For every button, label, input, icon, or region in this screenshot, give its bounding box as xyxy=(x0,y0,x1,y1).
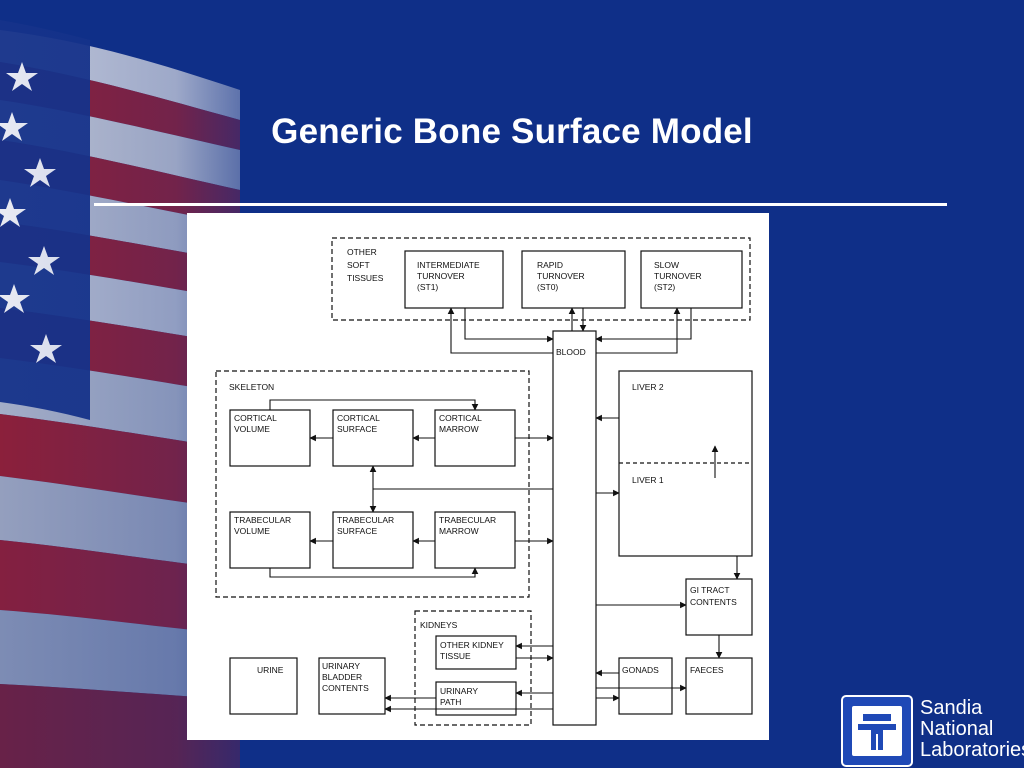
gi-tract-label-2: CONTENTS xyxy=(690,597,737,607)
liver1-label: LIVER 1 xyxy=(632,475,664,485)
urine-label: URINE xyxy=(257,665,284,675)
group-label-kidneys: KIDNEYS xyxy=(420,620,458,630)
cortical-marrow-label-2: MARROW xyxy=(439,424,479,434)
trabecular-surface-label-1: TRABECULAR xyxy=(337,515,394,525)
st1-label-2: TURNOVER xyxy=(417,271,465,281)
group-label-skeleton: SKELETON xyxy=(229,382,274,392)
gi-tract-label-1: GI TRACT xyxy=(690,585,730,595)
sandia-logo xyxy=(841,695,913,767)
liver2-label: LIVER 2 xyxy=(632,382,664,392)
group-label-tissues: TISSUES xyxy=(347,273,384,283)
cortical-surface-label-2: SURFACE xyxy=(337,424,377,434)
other-kidney-box xyxy=(435,635,517,670)
other-kidney-label-2: TISSUE xyxy=(440,651,471,661)
skeleton-group xyxy=(215,370,530,598)
st0-label-3: (ST0) xyxy=(537,282,558,292)
group-label-soft: SOFT xyxy=(347,260,370,270)
logo-line-laboratories: Laboratories xyxy=(920,739,1024,761)
bladder-label-2: BLADDER xyxy=(322,672,362,682)
st2-label-2: TURNOVER xyxy=(654,271,702,281)
st1-label-3: (ST1) xyxy=(417,282,438,292)
trabecular-surface-label-2: SURFACE xyxy=(337,526,377,536)
bone-model-diagram: OTHER SOFT TISSUES SKELETON KIDNEYS INTE… xyxy=(215,237,753,726)
trabecular-marrow-label-1: TRABECULAR xyxy=(439,515,496,525)
blood-label: BLOOD xyxy=(556,347,586,357)
slide-title: Generic Bone Surface Model xyxy=(271,112,753,151)
flow-arrows xyxy=(269,307,741,713)
cortical-volume-label-2: VOLUME xyxy=(234,424,270,434)
blood-box xyxy=(552,330,597,726)
title-underline xyxy=(94,203,947,206)
other-kidney-label-1: OTHER KIDNEY xyxy=(440,640,504,650)
st2-label-1: SLOW xyxy=(654,260,679,270)
diagram-panel: OTHER SOFT TISSUES SKELETON KIDNEYS INTE… xyxy=(187,213,769,740)
st0-label-1: RAPID xyxy=(537,260,563,270)
trabecular-volume-label-1: TRABECULAR xyxy=(234,515,291,525)
faeces-label: FAECES xyxy=(690,665,724,675)
group-label-other: OTHER xyxy=(347,247,377,257)
other-soft-tissues-group xyxy=(331,237,751,321)
thunderbird-icon xyxy=(858,724,896,750)
bladder-label-3: CONTENTS xyxy=(322,683,369,693)
gonads-box xyxy=(618,657,673,715)
trabecular-marrow-label-2: MARROW xyxy=(439,526,479,536)
urine-box xyxy=(229,657,298,715)
logo-line-national: National xyxy=(920,718,994,740)
cortical-volume-label-1: CORTICAL xyxy=(234,413,277,423)
cortical-surface-label-1: CORTICAL xyxy=(337,413,380,423)
urinary-path-label-1: URINARY xyxy=(440,686,478,696)
urinary-path-label-2: PATH xyxy=(440,697,461,707)
trabecular-volume-label-2: VOLUME xyxy=(234,526,270,536)
bladder-box xyxy=(318,657,386,715)
st1-label-1: INTERMEDIATE xyxy=(417,260,480,270)
bladder-label-1: URINARY xyxy=(322,661,360,671)
kidneys-group xyxy=(414,610,532,726)
sandia-logo-text: Sandia National Laboratories xyxy=(920,698,1024,761)
cortical-marrow-label-1: CORTICAL xyxy=(439,413,482,423)
gonads-label: GONADS xyxy=(622,665,659,675)
st0-label-2: TURNOVER xyxy=(537,271,585,281)
st2-label-3: (ST2) xyxy=(654,282,675,292)
logo-line-sandia: Sandia xyxy=(920,697,983,719)
